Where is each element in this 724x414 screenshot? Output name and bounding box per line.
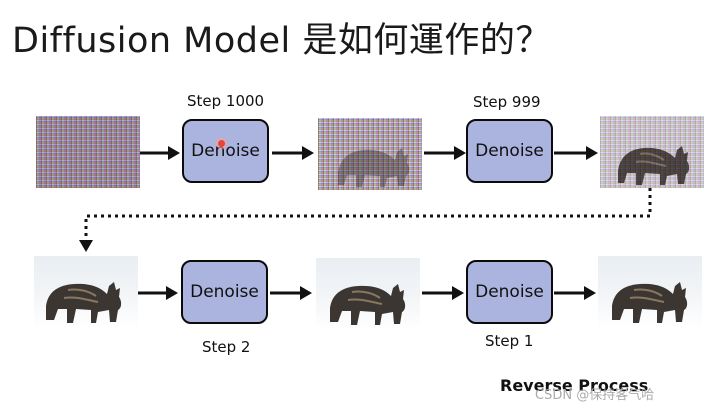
arrow-icon [140,146,180,160]
arrow-icon [272,146,314,160]
step-2-label: Step 2 [202,338,251,356]
reverse-process-label: Reverse Process [500,376,649,395]
denoise-label: Denoise [190,282,259,302]
denoise-label: Denoise [191,141,260,161]
noise-image-step-1000 [36,116,140,188]
cat-drawing [612,282,688,323]
arrow-icon [554,286,596,300]
arrow-icon [138,286,178,300]
denoise-box-step-999[interactable]: Denoise [466,119,553,183]
denoise-label: Denoise [475,141,544,161]
denoise-box-step-1[interactable]: Denoise [466,260,553,324]
cat-drawing [618,146,690,185]
slightly-noisy-cat-image [600,116,704,188]
cat-image-final [598,256,702,328]
cat-image-1 [34,256,138,328]
denoise-label: Denoise [475,282,544,302]
watermark: CSDN @保持客气哈 [535,388,655,403]
cat-silhouette [338,148,410,187]
step-999-label: Step 999 [473,93,541,111]
step-1-label: Step 1 [485,332,534,350]
arrow-icon [424,146,466,160]
denoise-box-step-1000[interactable]: Denoise [182,119,269,183]
cat-drawing [330,284,406,325]
arrow-icon [422,286,464,300]
page-title: Diffusion Model 是如何運作的？ [12,21,551,61]
dotted-connector [79,188,652,252]
cat-drawing [46,282,122,323]
cat-image-2 [316,258,420,330]
cursor-dot [218,140,225,147]
arrow-icon [270,286,312,300]
arrow-icon [554,146,598,160]
noisy-cat-image [318,118,422,190]
denoise-box-step-2[interactable]: Denoise [181,260,268,324]
step-1000-label: Step 1000 [187,92,265,110]
